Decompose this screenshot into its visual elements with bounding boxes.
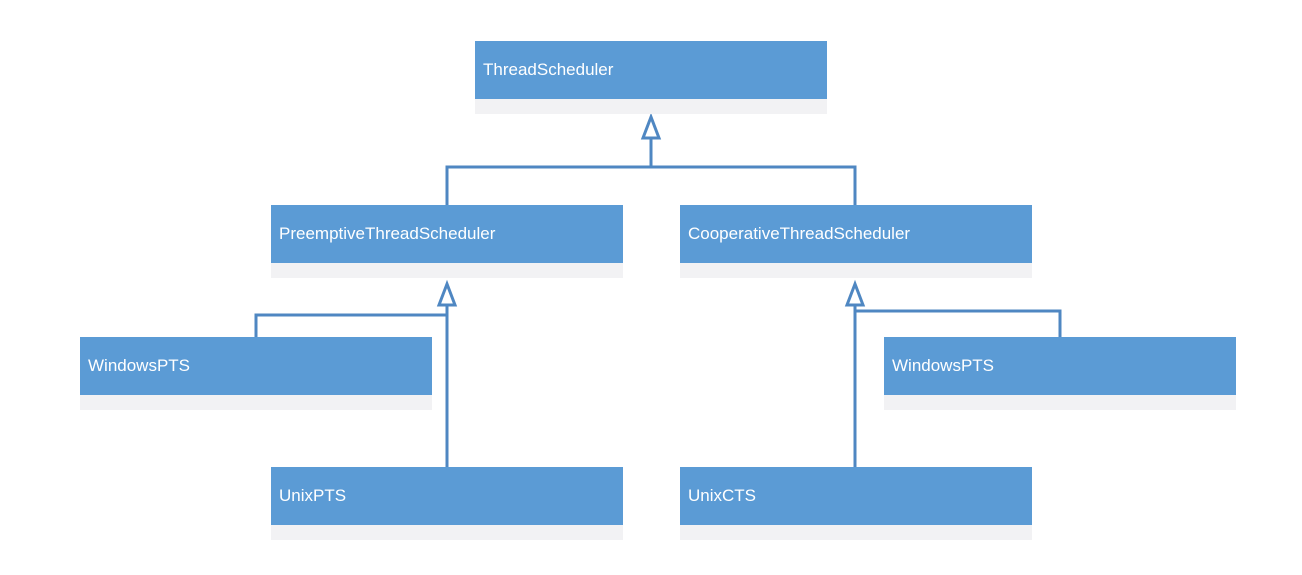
class-body-unix-pts	[271, 525, 623, 540]
class-name-cooperative-thread-scheduler: CooperativeThreadScheduler	[680, 205, 1032, 263]
class-node-windows-pts-left[interactable]: WindowsPTS	[80, 337, 432, 410]
class-name-unix-pts: UnixPTS	[271, 467, 623, 525]
class-name-windows-pts-left: WindowsPTS	[80, 337, 432, 395]
class-body-thread-scheduler	[475, 99, 827, 114]
class-name-unix-cts: UnixCTS	[680, 467, 1032, 525]
generalization-arrowhead-cooperative	[844, 279, 866, 307]
class-name-preemptive-thread-scheduler: PreemptiveThreadScheduler	[271, 205, 623, 263]
class-node-unix-cts[interactable]: UnixCTS	[680, 467, 1032, 540]
generalization-arrowhead-preemptive	[436, 279, 458, 307]
class-node-unix-pts[interactable]: UnixPTS	[271, 467, 623, 540]
class-body-preemptive-thread-scheduler	[271, 263, 623, 278]
generalization-arrowhead-threadscheduler	[640, 112, 662, 140]
edge-preemptive-to-threadscheduler	[445, 138, 653, 205]
class-body-windows-pts-left	[80, 395, 432, 410]
class-name-thread-scheduler: ThreadScheduler	[475, 41, 827, 99]
edge-cooperative-to-threadscheduler	[651, 165, 857, 205]
class-body-windows-pts-right	[884, 395, 1236, 410]
edge-windowspts-right-to-cooperative	[855, 309, 1062, 337]
class-node-windows-pts-right[interactable]: WindowsPTS	[884, 337, 1236, 410]
edge-windowspts-left-to-preemptive	[254, 313, 447, 337]
class-node-cooperative-thread-scheduler[interactable]: CooperativeThreadScheduler	[680, 205, 1032, 278]
class-node-thread-scheduler[interactable]: ThreadScheduler	[475, 41, 827, 114]
class-name-windows-pts-right: WindowsPTS	[884, 337, 1236, 395]
class-body-cooperative-thread-scheduler	[680, 263, 1032, 278]
class-body-unix-cts	[680, 525, 1032, 540]
class-node-preemptive-thread-scheduler[interactable]: PreemptiveThreadScheduler	[271, 205, 623, 278]
